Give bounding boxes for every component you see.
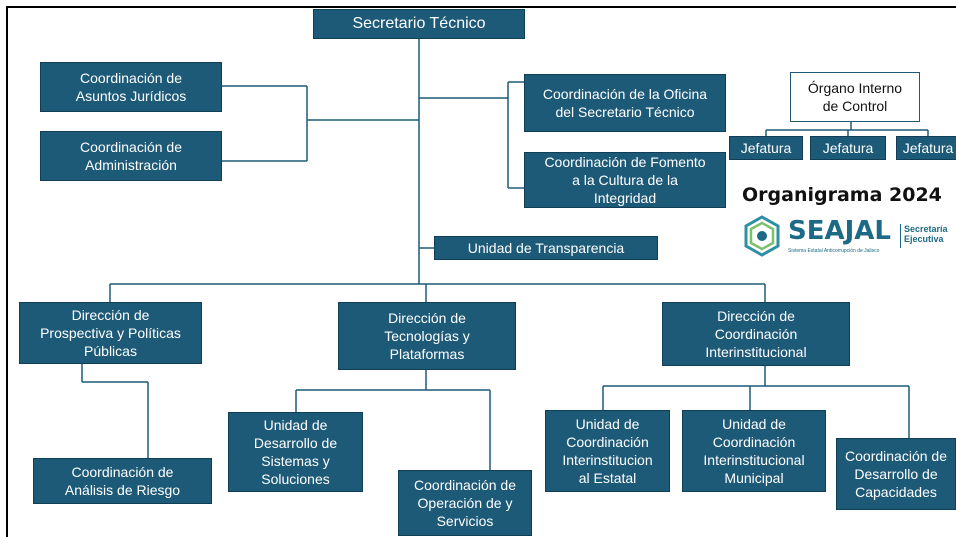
node-analisis-riesgo: Coordinación de Análisis de Riesgo: [33, 458, 212, 504]
node-unidad-estatal: Unidad de Coordinación Interinstitucion …: [545, 410, 670, 492]
seajal-emblem-icon: [744, 215, 780, 257]
node-oficina-secretario: Coordinación de la Oficina del Secretari…: [524, 74, 726, 132]
node-fomento-cultura: Coordinación de Fomento a la Cultura de …: [524, 152, 726, 208]
seajal-logo: SEAJAL Sistema Estatal Anticorrupción de…: [740, 214, 954, 258]
logo-divider: [900, 224, 901, 248]
node-jefatura-1: Jefatura: [729, 136, 803, 160]
node-jefatura-2: Jefatura: [810, 136, 886, 160]
node-desarrollo-capacidades: Coordinación de Desarrollo de Capacidade…: [836, 438, 956, 510]
node-secretario-tecnico: Secretario Técnico: [313, 9, 525, 39]
node-unidad-desarrollo: Unidad de Desarrollo de Sistemas y Soluc…: [228, 412, 363, 492]
node-operacion-servicios: Coordinación de Operación de y Servicios: [398, 470, 532, 536]
node-unidad-municipal: Unidad de Coordinación Interinstituciona…: [682, 410, 826, 492]
node-jefatura-3: Jefatura: [896, 136, 956, 160]
frame-left-border: [6, 6, 8, 537]
node-dir-prospectiva: Dirección de Prospectiva y Políticas Púb…: [19, 302, 202, 364]
frame-top-border: [6, 6, 956, 8]
node-dir-tecnologias: Dirección de Tecnologías y Plataformas: [338, 302, 516, 370]
logo-subtext: Sistema Estatal Anticorrupción de Jalisc…: [788, 248, 880, 254]
node-unidad-transparencia: Unidad de Transparencia: [434, 236, 658, 260]
logo-tagline: Secretaría Ejecutiva: [904, 224, 948, 244]
node-administracion: Coordinación de Administración: [40, 131, 222, 181]
chart-title: Organigrama 2024: [742, 184, 942, 206]
logo-wordmark: SEAJAL: [788, 216, 891, 246]
node-organo-interno-control: Órgano Interno de Control: [790, 72, 920, 122]
node-dir-coordinacion: Dirección de Coordinación Interinstituci…: [662, 302, 850, 366]
node-asuntos-juridicos: Coordinación de Asuntos Jurídicos: [40, 62, 222, 112]
